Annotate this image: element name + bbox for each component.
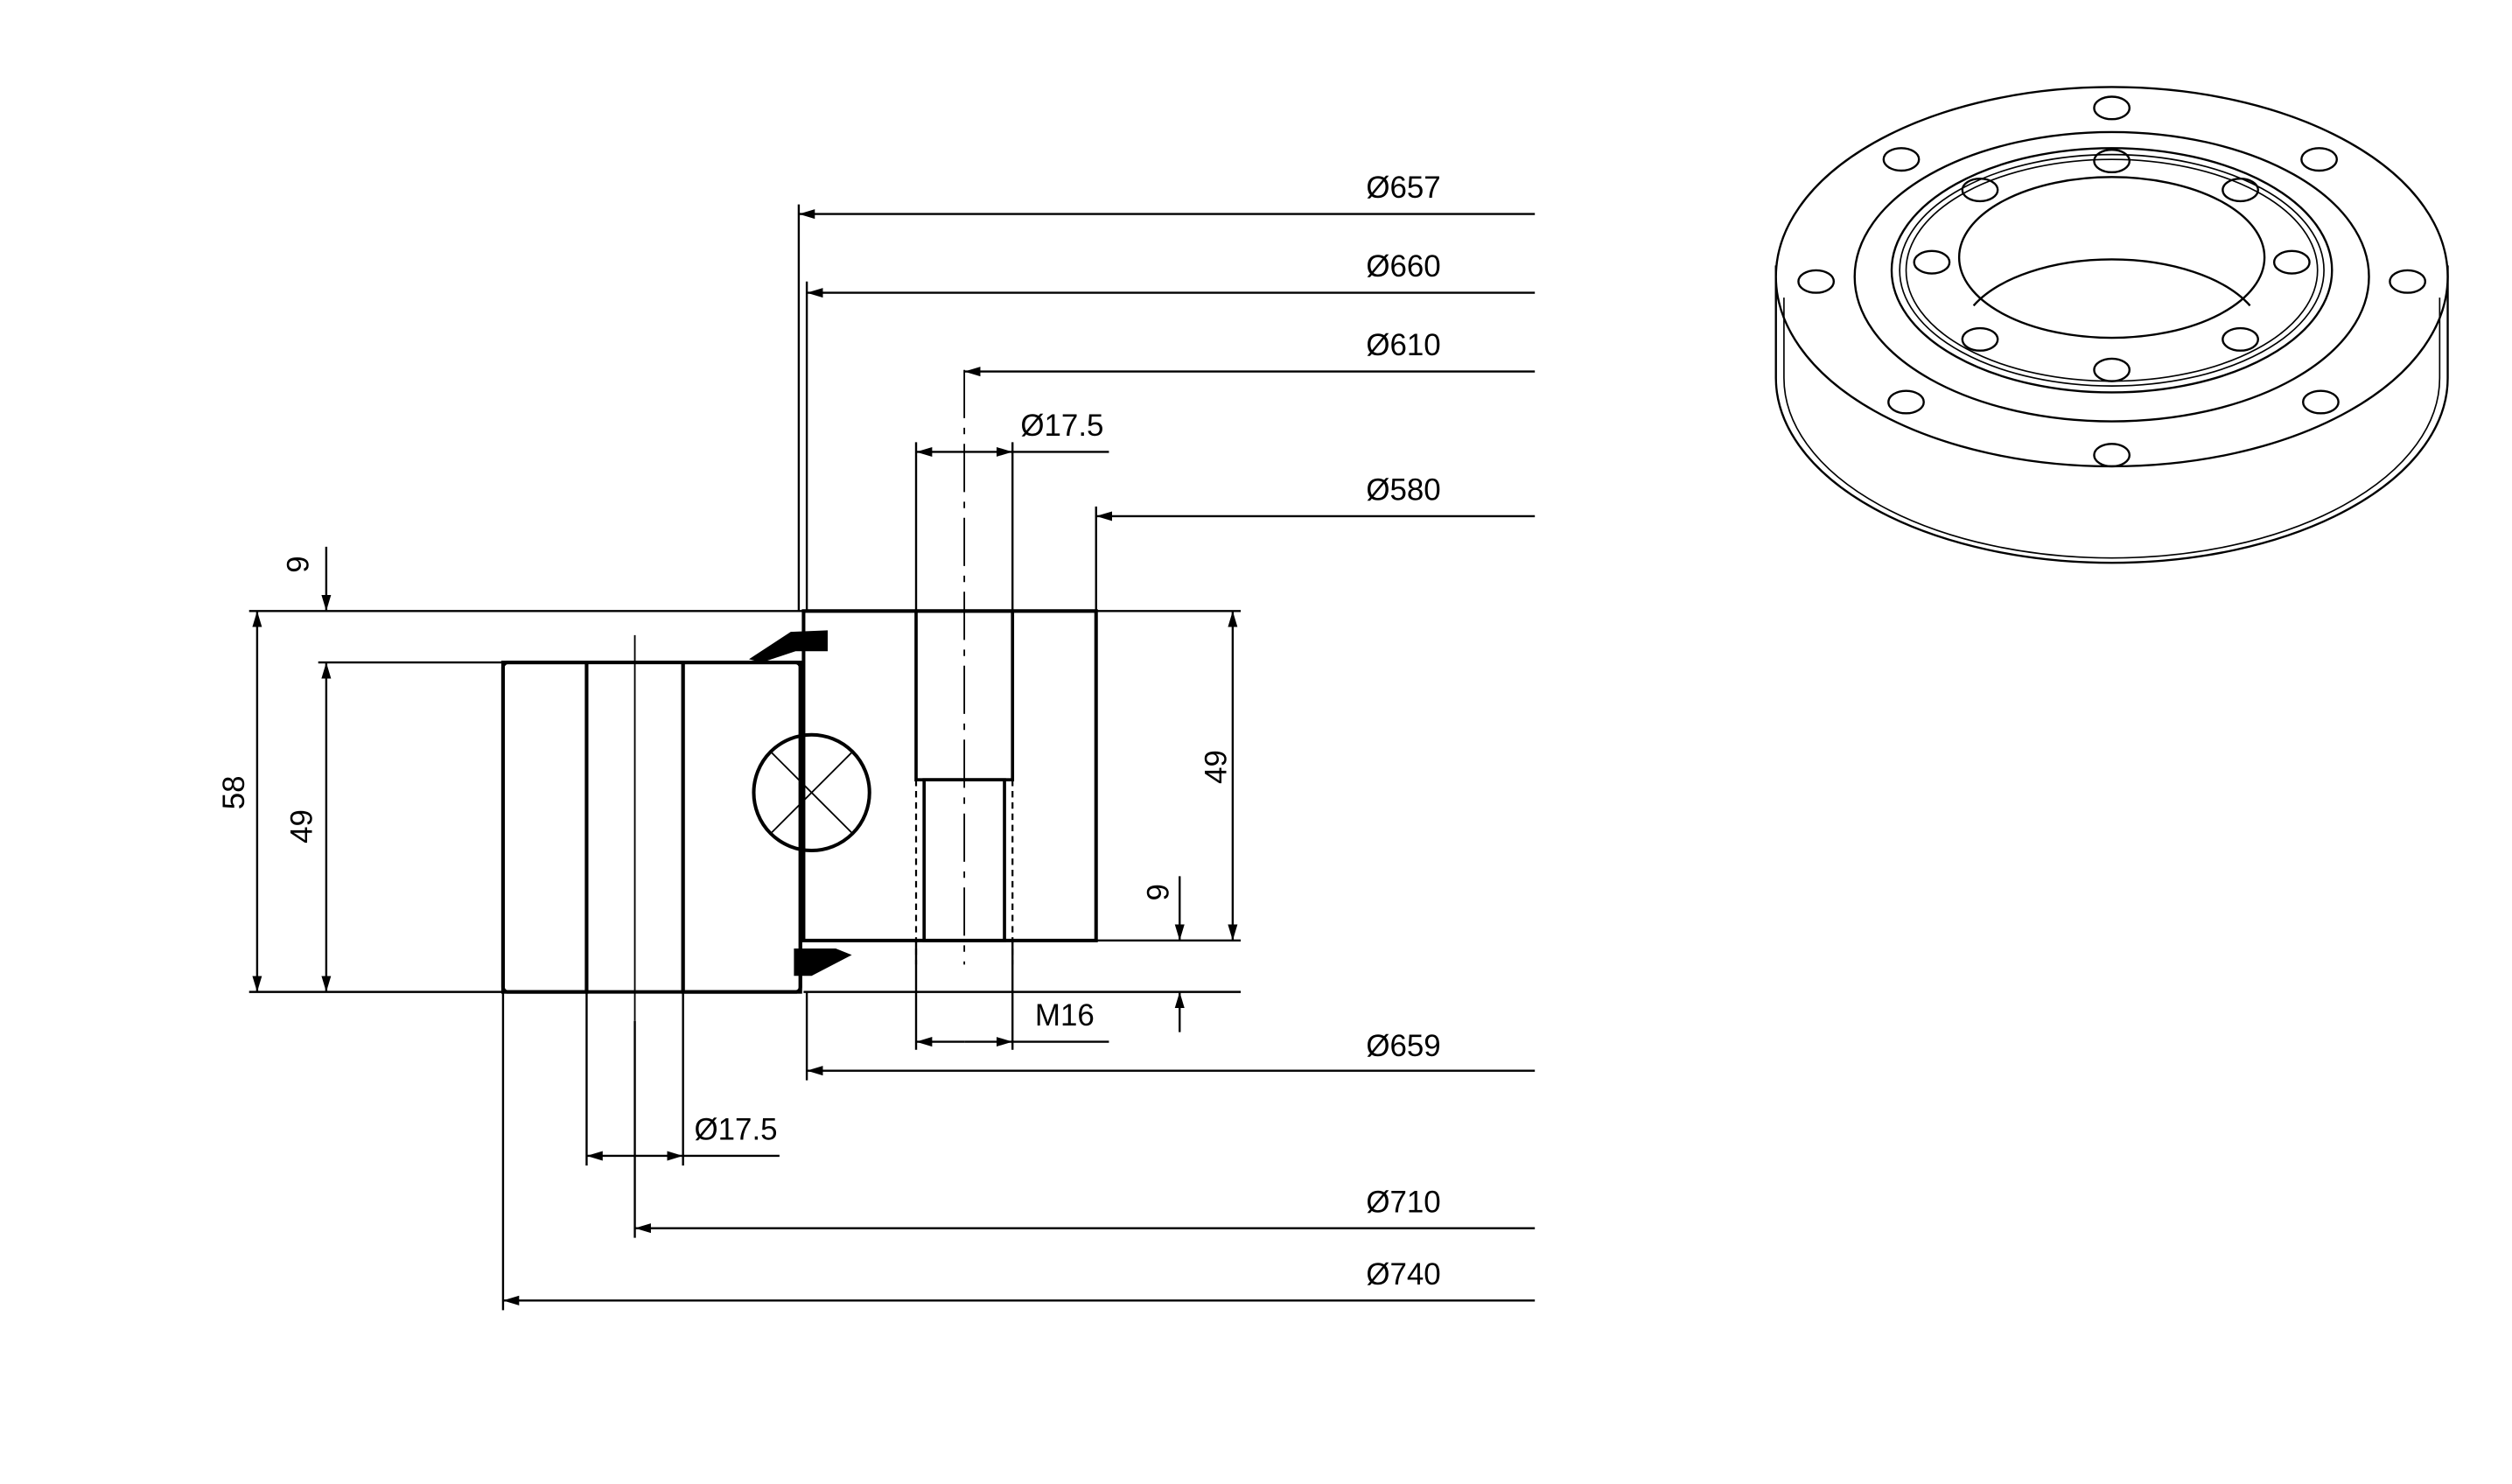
label-h58: 58 bbox=[217, 775, 251, 809]
label-d710: Ø710 bbox=[1366, 1185, 1440, 1219]
seal-bottom bbox=[794, 948, 852, 976]
section-view bbox=[500, 369, 1098, 1021]
outer-ring-holes bbox=[1797, 95, 2427, 468]
label-h9-top: 9 bbox=[282, 556, 316, 572]
isometric-view bbox=[1774, 86, 2449, 564]
inner-ring-holes bbox=[1913, 148, 2311, 382]
label-h49-left: 49 bbox=[284, 809, 318, 844]
label-h49-right: 49 bbox=[1200, 750, 1234, 784]
label-d580: Ø580 bbox=[1366, 473, 1440, 508]
seal-top bbox=[748, 630, 828, 663]
label-m16: M16 bbox=[1035, 998, 1095, 1032]
label-d660: Ø660 bbox=[1366, 249, 1440, 284]
dimension-lines bbox=[248, 204, 1536, 1311]
inner-ring-section bbox=[801, 369, 1098, 965]
label-d17-5-bottom: Ø17.5 bbox=[695, 1113, 778, 1147]
label-d740: Ø740 bbox=[1366, 1257, 1440, 1292]
outer-ring-section bbox=[500, 634, 802, 1021]
label-d610: Ø610 bbox=[1366, 328, 1440, 362]
label-d17-5-top: Ø17.5 bbox=[1020, 409, 1103, 443]
ball bbox=[752, 732, 871, 853]
dimension-labels: Ø657 Ø660 Ø610 Ø17.5 Ø580 M16 Ø659 Ø17.5… bbox=[217, 171, 1440, 1292]
label-h9-right: 9 bbox=[1141, 884, 1175, 900]
label-d657: Ø657 bbox=[1366, 171, 1440, 205]
label-d659: Ø659 bbox=[1366, 1029, 1440, 1063]
